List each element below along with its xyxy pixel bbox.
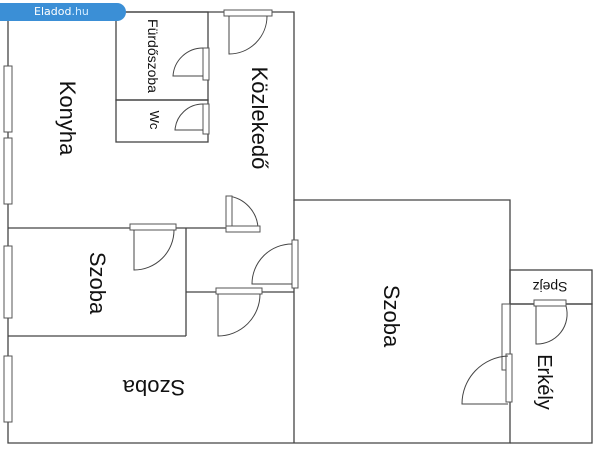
label-furdoszoba: Fürdőszoba [145, 19, 161, 93]
watermark-badge: Eladod.hu [0, 3, 126, 21]
label-szoba-bottom: Szoba [122, 375, 185, 400]
label-konyha: Konyha [55, 81, 80, 156]
label-wc: Wc [147, 111, 162, 130]
label-erkely: Erkély [533, 354, 555, 410]
room-labels: Konyha Fürdőszoba Wc Közlekedő Szoba Szo… [55, 19, 568, 410]
watermark-suffix: .hu [71, 5, 89, 18]
label-szoba-small: Szoba [85, 252, 110, 315]
windows [3, 65, 511, 423]
label-szoba-right: Szoba [379, 285, 404, 348]
label-kozlekedo: Közlekedő [247, 67, 272, 170]
label-spajz: Spejz [532, 279, 567, 295]
doors [129, 9, 568, 405]
walls [7, 11, 593, 444]
watermark-brand: Eladod [34, 5, 72, 18]
